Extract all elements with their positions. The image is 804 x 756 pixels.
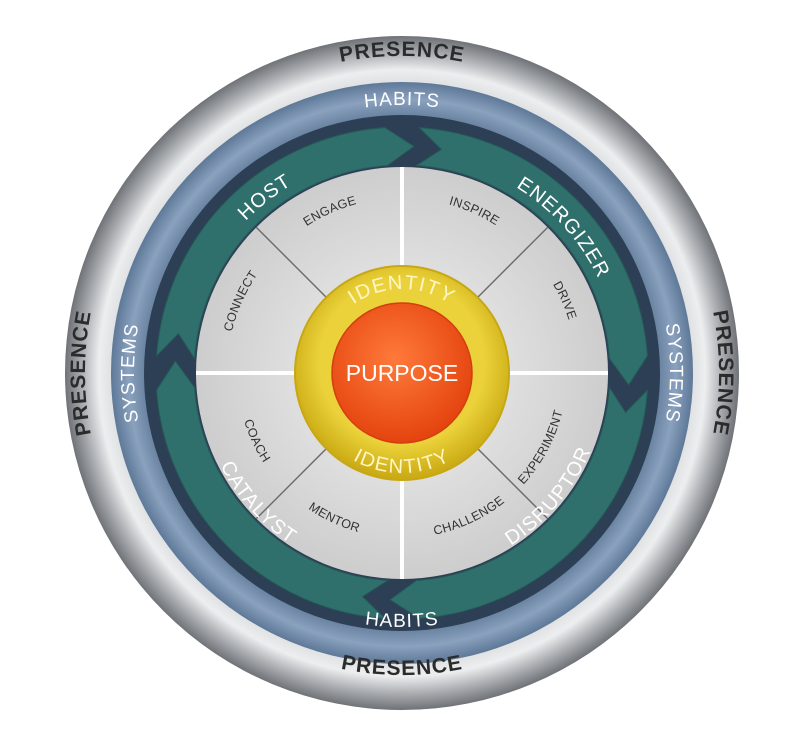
role-arrows [156, 127, 648, 619]
segment-divider [255, 226, 327, 298]
habits-label-bottom: HABITS [364, 608, 439, 632]
habits-label-top: HABITS [363, 89, 440, 113]
segment-divider [477, 448, 549, 520]
role-arrow-catalyst [156, 360, 390, 619]
svg-text:SYSTEMS: SYSTEMS [118, 322, 143, 424]
systems-label-left: SYSTEMS [118, 322, 142, 424]
role-arrow-disruptor [389, 385, 648, 619]
purpose-core [331, 302, 473, 444]
segment-dividers [196, 167, 608, 579]
svg-text:HABITS: HABITS [364, 608, 440, 632]
segment-divider [477, 226, 549, 298]
role-arrow-host [156, 127, 415, 361]
svg-text:HABITS: HABITS [363, 89, 441, 113]
role-arrow-energizer [414, 127, 648, 386]
segment-divider [255, 448, 327, 520]
purpose-label: PURPOSE [346, 360, 458, 386]
